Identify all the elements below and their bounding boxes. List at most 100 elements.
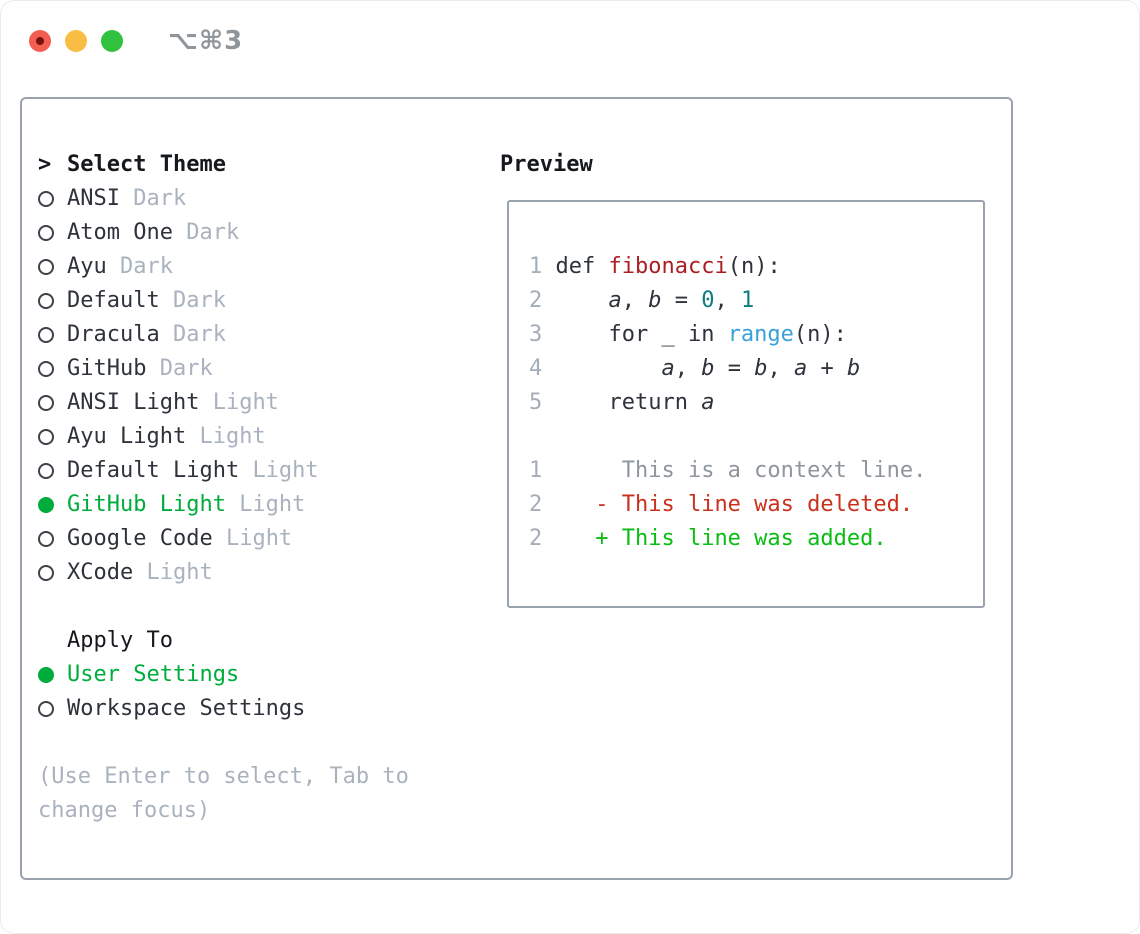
diff-preview: 1 This is a context line.2 - This line w… [529, 454, 983, 556]
theme-option-github[interactable]: GitHub Dark [38, 352, 409, 386]
radio-icon [38, 531, 54, 547]
option-variant-tag: Light [225, 526, 293, 551]
theme-option-ansi[interactable]: ANSI Dark [38, 182, 409, 216]
theme-option-default[interactable]: Default Dark [38, 284, 409, 318]
option-name: ANSI [67, 186, 134, 211]
code-token-num: 0 [701, 288, 715, 313]
code-token-plain: , [621, 288, 649, 313]
option-variant-tag: Dark [119, 254, 173, 279]
radio-icon [38, 293, 54, 309]
option-variant-tag: Dark [186, 220, 240, 245]
code-line: 1 def fibonacci(n): [529, 250, 983, 284]
line-number: 5 [529, 390, 543, 415]
code-token-plain: = [661, 288, 702, 313]
prompt-caret-icon: > [38, 152, 52, 177]
option-variant-tag: Dark [172, 322, 226, 347]
theme-option-atom-one[interactable]: Atom One Dark [38, 216, 409, 250]
option-name: XCode [67, 560, 147, 585]
radio-icon [38, 463, 54, 479]
diff-line-context: 1 This is a context line. [529, 454, 983, 488]
code-token-var: a [793, 356, 808, 381]
code-token-plain: , [767, 356, 794, 381]
titlebar: ⌥⌘3 [29, 26, 243, 56]
radio-icon [38, 327, 54, 343]
apply-to-header: Apply To [38, 624, 409, 658]
option-variant-tag: Light [146, 560, 213, 585]
spacer [38, 726, 409, 760]
option-variant-tag: Dark [159, 356, 213, 381]
theme-option-ayu-light[interactable]: Ayu Light Light [38, 420, 409, 454]
theme-option-dracula[interactable]: Dracula Dark [38, 318, 409, 352]
window-title: ⌥⌘3 [168, 26, 244, 56]
hint-line-1: (Use Enter to select, Tab to [38, 764, 409, 789]
code-token-plain: return [555, 390, 702, 415]
code-token-plain: , [674, 356, 702, 381]
radio-icon [38, 259, 54, 275]
theme-option-github-light[interactable]: GitHub Light Light [38, 488, 409, 522]
code-token-var: a [701, 390, 715, 415]
option-name: Ayu Light [67, 424, 200, 449]
radio-icon [38, 701, 54, 717]
diff-text: - This line was deleted. [555, 492, 914, 517]
code-token-builtin: range [727, 322, 794, 347]
option-name: Atom One [67, 220, 187, 245]
option-name: Workspace Settings [67, 696, 306, 721]
code-token-plain: (n): [727, 254, 781, 279]
code-token-plain: = [714, 356, 755, 381]
spacer [38, 590, 409, 624]
close-button-icon[interactable] [29, 30, 51, 52]
code-token-plain: for _ in [555, 322, 728, 347]
line-number: 3 [529, 322, 543, 347]
minimize-button-icon[interactable] [65, 30, 87, 52]
radio-icon [38, 225, 54, 241]
diff-text: + This line was added. [555, 526, 887, 551]
theme-option-ansi-light[interactable]: ANSI Light Light [38, 386, 409, 420]
option-name: Ayu [67, 254, 120, 279]
diff-line-added: 2 + This line was added. [529, 522, 983, 556]
radio-icon [38, 395, 54, 411]
apply-option-user-settings[interactable]: User Settings [38, 658, 409, 692]
option-name: Dracula [67, 322, 173, 347]
code-token-var: b [754, 356, 768, 381]
code-token-var: b [701, 356, 715, 381]
option-variant-tag: Light [199, 424, 266, 449]
option-name: GitHub Light [67, 492, 240, 517]
theme-option-google-code[interactable]: Google Code Light [38, 522, 409, 556]
zoom-button-icon[interactable] [101, 30, 123, 52]
option-name: Google Code [67, 526, 226, 551]
select-theme-label: Select Theme [67, 152, 226, 177]
option-name: Default [67, 288, 173, 313]
diff-line-deleted: 2 - This line was deleted. [529, 488, 983, 522]
option-name: Default Light [67, 458, 253, 483]
theme-option-xcode[interactable]: XCode Light [38, 556, 409, 590]
theme-option-default-light[interactable]: Default Light Light [38, 454, 409, 488]
option-name: GitHub [67, 356, 160, 381]
option-variant-tag: Light [252, 458, 319, 483]
hint-line-2: change focus) [38, 798, 211, 823]
preview-label: Preview [500, 152, 593, 177]
option-variant-tag: Dark [172, 288, 226, 313]
code-line: 3 for _ in range(n): [529, 318, 983, 352]
line-number: 1 [529, 254, 543, 279]
apply-option-workspace-settings[interactable]: Workspace Settings [38, 692, 409, 726]
code-line: 5 return a [529, 386, 983, 420]
radio-icon [38, 429, 54, 445]
code-token-plain: + [807, 356, 847, 381]
line-number: 1 [529, 458, 543, 483]
code-preview: 1 def fibonacci(n): 2 a, b = 0, 1 3 for _ … [529, 250, 983, 420]
option-name: ANSI Light [67, 390, 213, 415]
code-token-var: a [661, 356, 675, 381]
select-theme-header: > Select Theme [38, 148, 409, 182]
radio-icon [38, 361, 54, 377]
line-number: 2 [529, 288, 543, 313]
option-variant-tag: Light [239, 492, 306, 517]
code-token-var: b [846, 356, 861, 381]
theme-option-ayu[interactable]: Ayu Dark [38, 250, 409, 284]
code-token-plain [556, 288, 609, 313]
option-variant-tag: Dark [133, 186, 187, 211]
code-token-plain: def [555, 254, 609, 279]
